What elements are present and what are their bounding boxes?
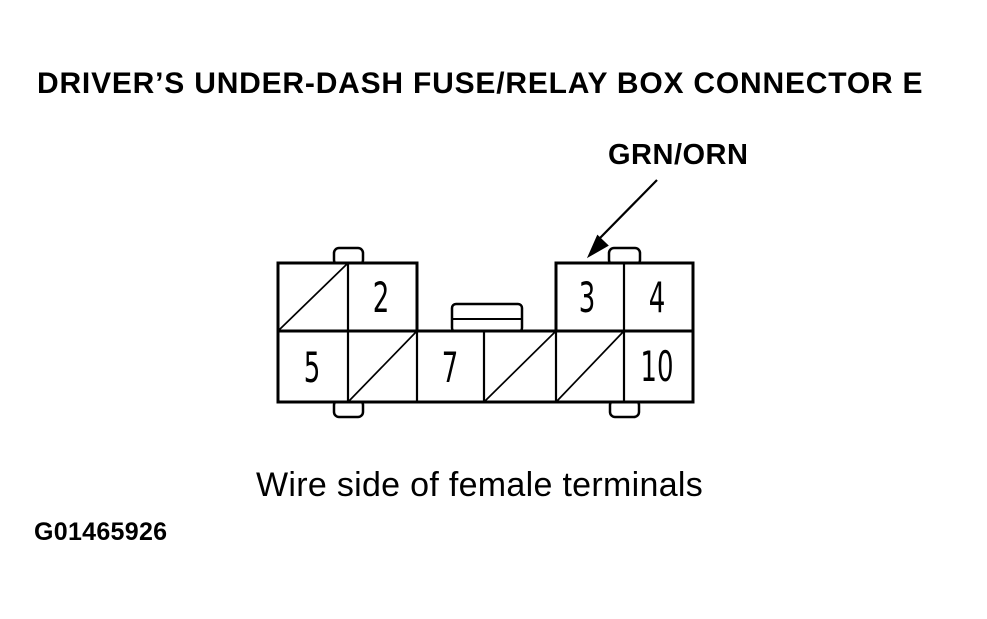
pin-label-3: 3 [579, 275, 596, 323]
pin-label-7: 7 [442, 345, 459, 393]
view-caption: Wire side of female terminals [256, 466, 704, 504]
pointer-arrow-line [599, 179, 658, 239]
pin-label-2: 2 [373, 275, 390, 323]
wire-color-label: GRN/ORN [608, 139, 749, 171]
connector-block-bottom [276, 329, 695, 404]
blocked-cell-slash [556, 331, 624, 402]
connector-diagram: 2 3 4 5 7 10 [276, 179, 695, 419]
blocked-cell-slash [484, 331, 556, 402]
figure-title: DRIVER’S UNDER-DASH FUSE/RELAY BOX CONNE… [37, 67, 924, 100]
pointer-arrow-head-icon [586, 234, 609, 259]
figure-id: G01465926 [34, 518, 168, 546]
pin-label-4: 4 [649, 275, 666, 323]
pin-label-10: 10 [640, 344, 673, 392]
blocked-cell-slash [278, 263, 348, 331]
blocked-cell-slash [348, 331, 417, 402]
pin-label-5: 5 [304, 345, 321, 393]
